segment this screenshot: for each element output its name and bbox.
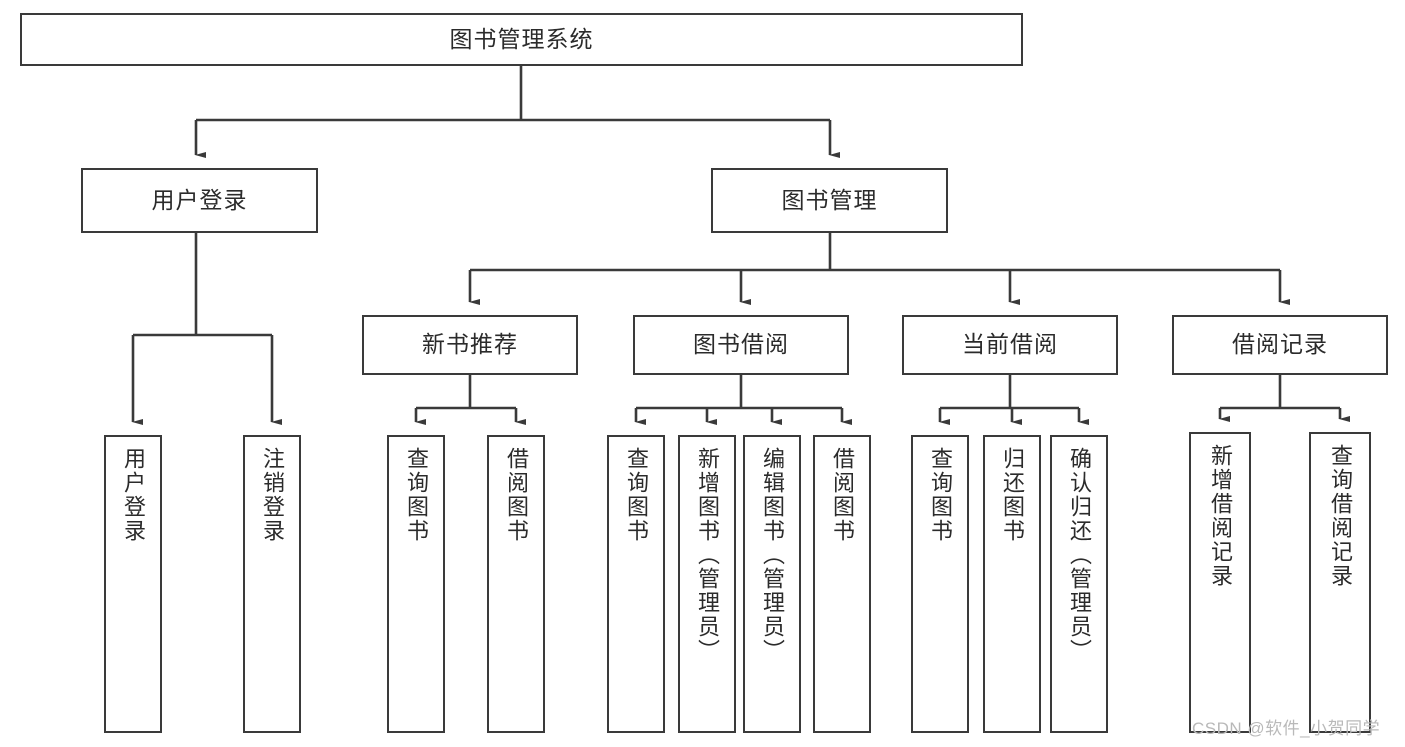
node-leaf-edit-book[interactable]: 编辑图书（管理员） — [743, 435, 801, 733]
node-label: 用户登录 — [151, 186, 248, 213]
node-label: 图书管理 — [781, 186, 878, 213]
node-new-book-recommend[interactable]: 新书推荐 — [362, 315, 578, 375]
node-label: 新增图书（管理员） — [695, 447, 720, 663]
node-label: 编辑图书（管理员） — [760, 447, 785, 663]
node-root[interactable]: 图书管理系统 — [20, 13, 1023, 66]
node-leaf-user-login[interactable]: 用户登录 — [104, 435, 162, 733]
node-book-manage[interactable]: 图书管理 — [711, 168, 948, 233]
node-leaf-query-book-3[interactable]: 查询图书 — [911, 435, 969, 733]
node-label: 用户登录 — [121, 447, 146, 543]
node-label: 查询图书 — [404, 447, 429, 543]
node-borrow-record[interactable]: 借阅记录 — [1172, 315, 1388, 375]
node-leaf-logout[interactable]: 注销登录 — [243, 435, 301, 733]
node-label: 新增借阅记录 — [1208, 444, 1233, 588]
node-leaf-confirm-return[interactable]: 确认归还（管理员） — [1050, 435, 1108, 733]
node-book-borrow[interactable]: 图书借阅 — [633, 315, 849, 375]
node-label: 借阅图书 — [504, 447, 529, 543]
node-leaf-borrow-book-1[interactable]: 借阅图书 — [487, 435, 545, 733]
node-leaf-borrow-book-2[interactable]: 借阅图书 — [813, 435, 871, 733]
node-label: 归还图书 — [1000, 447, 1025, 543]
node-label: 新书推荐 — [422, 331, 518, 358]
node-leaf-add-record[interactable]: 新增借阅记录 — [1189, 432, 1251, 733]
node-label: 查询借阅记录 — [1328, 444, 1353, 588]
node-label: 查询图书 — [928, 447, 953, 543]
node-leaf-add-book[interactable]: 新增图书（管理员） — [678, 435, 736, 733]
node-label: 确认归还（管理员） — [1067, 447, 1092, 663]
node-leaf-query-book-2[interactable]: 查询图书 — [607, 435, 665, 733]
node-user-login[interactable]: 用户登录 — [81, 168, 318, 233]
node-label: 查询图书 — [624, 447, 649, 543]
node-label: 图书借阅 — [693, 331, 789, 358]
node-leaf-query-book-1[interactable]: 查询图书 — [387, 435, 445, 733]
node-label: 借阅记录 — [1232, 331, 1328, 358]
node-current-borrow[interactable]: 当前借阅 — [902, 315, 1118, 375]
node-label: 当前借阅 — [962, 331, 1058, 358]
node-label: 注销登录 — [260, 447, 285, 543]
node-label: 图书管理系统 — [449, 25, 594, 52]
node-leaf-return-book[interactable]: 归还图书 — [983, 435, 1041, 733]
node-label: 借阅图书 — [830, 447, 855, 543]
csdn-watermark: CSDN @软件_小贺同学 — [1192, 719, 1381, 738]
node-leaf-query-record[interactable]: 查询借阅记录 — [1309, 432, 1371, 733]
